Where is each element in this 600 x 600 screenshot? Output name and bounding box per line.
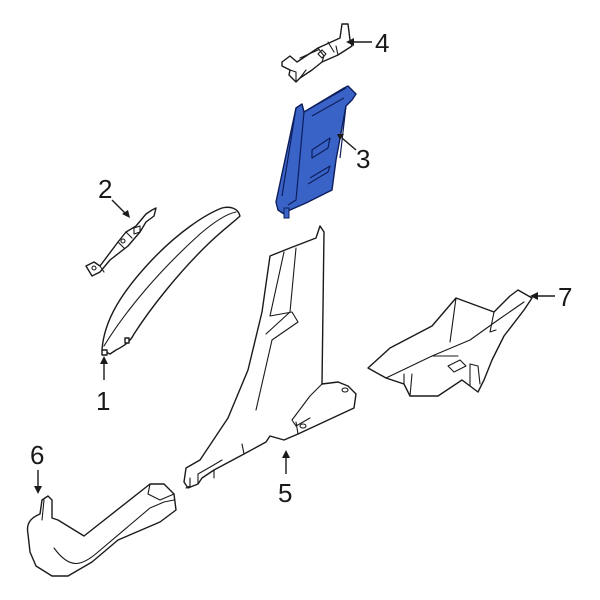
part-1-front-pillar-trim[interactable] <box>101 206 241 356</box>
callout-2: 2 <box>98 174 113 204</box>
callout-1: 1 <box>96 386 111 416</box>
part-2-bracket[interactable] <box>85 207 157 277</box>
leader-lines <box>34 38 555 494</box>
callout-7: 7 <box>558 282 573 312</box>
part-3-upper-pillar-trim[interactable] <box>275 85 357 219</box>
callout-3: 3 <box>356 144 371 174</box>
part-6-front-scuff-plate[interactable] <box>26 483 177 577</box>
callout-4: 4 <box>375 28 390 58</box>
part-5-lower-center-pillar-trim[interactable] <box>183 225 357 489</box>
part-4-clip[interactable] <box>281 23 353 83</box>
callout-6: 6 <box>30 440 45 470</box>
callout-5: 5 <box>278 478 293 508</box>
part-7-rear-scuff-plate[interactable] <box>367 289 533 397</box>
